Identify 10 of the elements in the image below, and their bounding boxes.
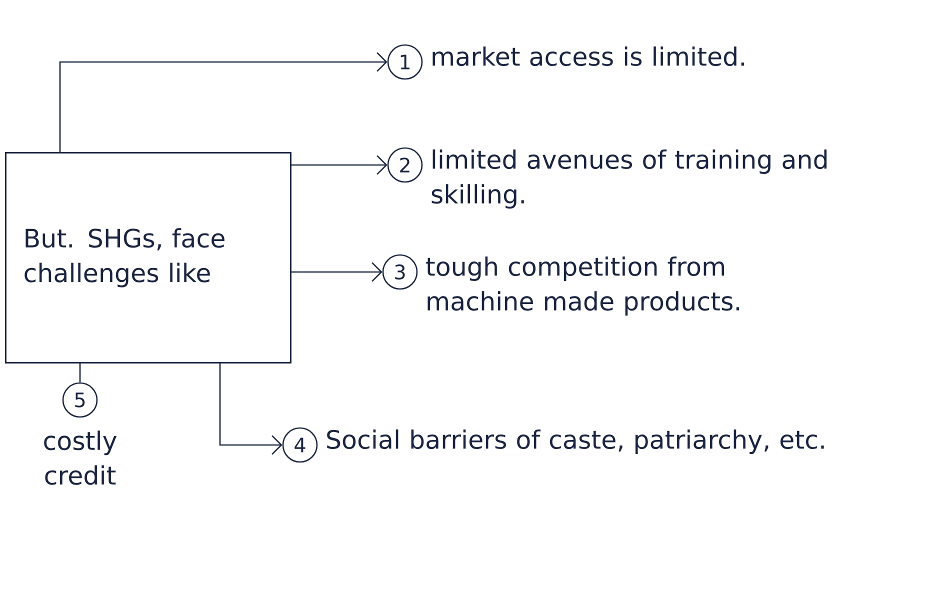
item-text: tough competition from machine made products. xyxy=(426,256,740,316)
item-text: Social barriers of caste, patriarchy, etc. xyxy=(327,429,824,454)
arrow xyxy=(219,363,282,455)
challenge-box: But. SHGs, face challenges like xyxy=(5,152,292,364)
arrow xyxy=(291,155,388,175)
item-text: market access is limited. xyxy=(432,46,744,66)
arrow xyxy=(59,52,388,152)
item-text: limited avenues of training and skilling. xyxy=(432,149,827,209)
arrow xyxy=(291,262,382,282)
item-text: costly credit xyxy=(44,430,117,485)
